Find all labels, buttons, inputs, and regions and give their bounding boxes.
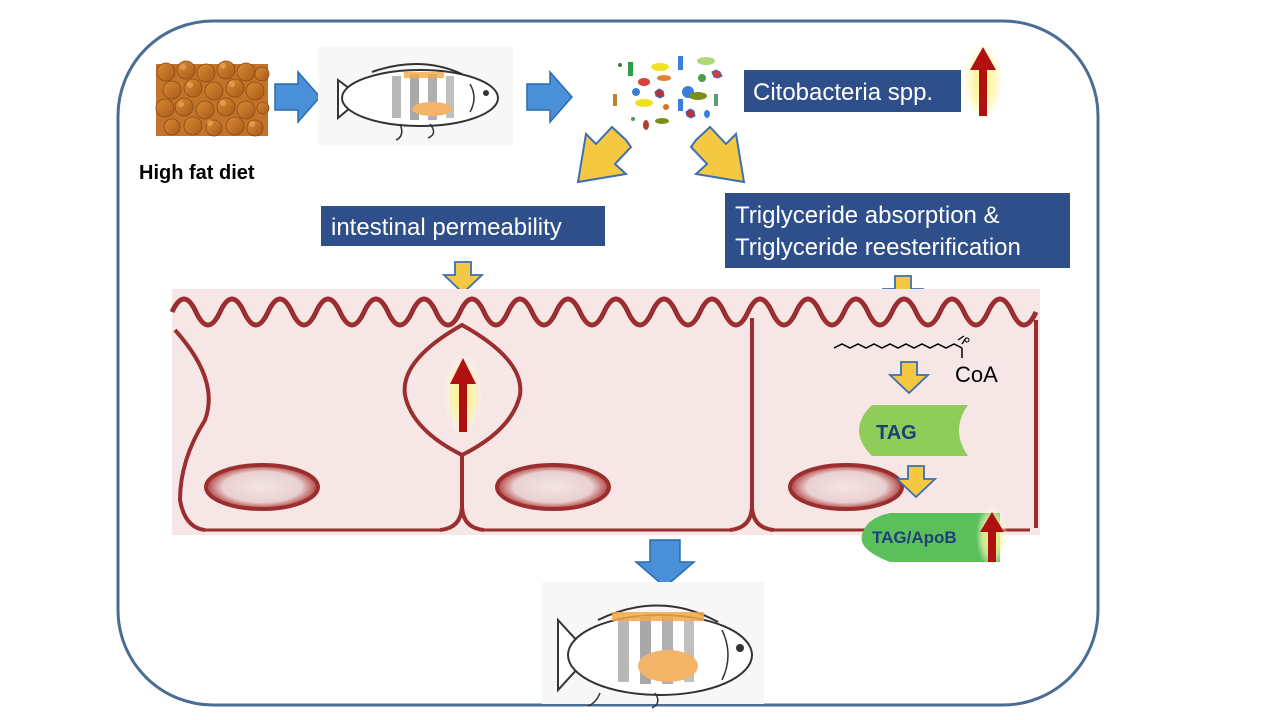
blue-arrow-down xyxy=(633,539,697,588)
high-fat-diet-label: High fat diet xyxy=(139,162,255,184)
yellow-arrow-down-permeability xyxy=(441,261,485,295)
microvilli-border xyxy=(169,296,1039,328)
yellow-arrow-down-tag-apob xyxy=(894,465,938,499)
acyl-coa-structure: CoA xyxy=(833,335,998,387)
increase-arrow-tag-apob-icon xyxy=(976,504,1008,568)
tag-label: TAG xyxy=(876,422,917,444)
blue-arrow-right-2 xyxy=(526,70,573,124)
bacteria-cluster-icon xyxy=(613,56,723,130)
yellow-arrow-down-right xyxy=(689,125,746,184)
nucleus-3 xyxy=(788,463,904,511)
absorption-label-line2: Triglyceride reesterification xyxy=(735,234,1021,261)
fish-after-icon xyxy=(542,582,764,709)
permeability-label: intestinal permeability xyxy=(331,214,562,241)
absorption-label-box: Triglyceride absorption & Triglyceride r… xyxy=(725,193,1070,268)
coa-label: CoA xyxy=(955,362,998,387)
nucleus-2 xyxy=(495,463,611,511)
yellow-arrow-down-tag xyxy=(887,361,931,395)
yellow-arrow-down-left xyxy=(576,125,633,184)
permeability-label-box: intestinal permeability xyxy=(321,206,605,246)
tag-apob-label: TAG/ApoB xyxy=(872,528,957,547)
increase-arrow-permeability-icon xyxy=(443,353,483,437)
tag-shape: TAG xyxy=(859,405,968,456)
citobacteria-label: Citobacteria spp. xyxy=(753,79,933,106)
tag-apob-shape: TAG/ApoB xyxy=(861,513,1000,562)
food-pellets-image xyxy=(155,60,270,137)
absorption-label-line1: Triglyceride absorption & xyxy=(735,202,1000,229)
fish-before-icon xyxy=(318,47,513,145)
blue-arrow-right-1 xyxy=(274,70,321,124)
increase-arrow-bacteria-icon xyxy=(961,40,1005,124)
citobacteria-label-box: Citobacteria spp. xyxy=(744,70,961,112)
nucleus-1 xyxy=(204,463,320,511)
